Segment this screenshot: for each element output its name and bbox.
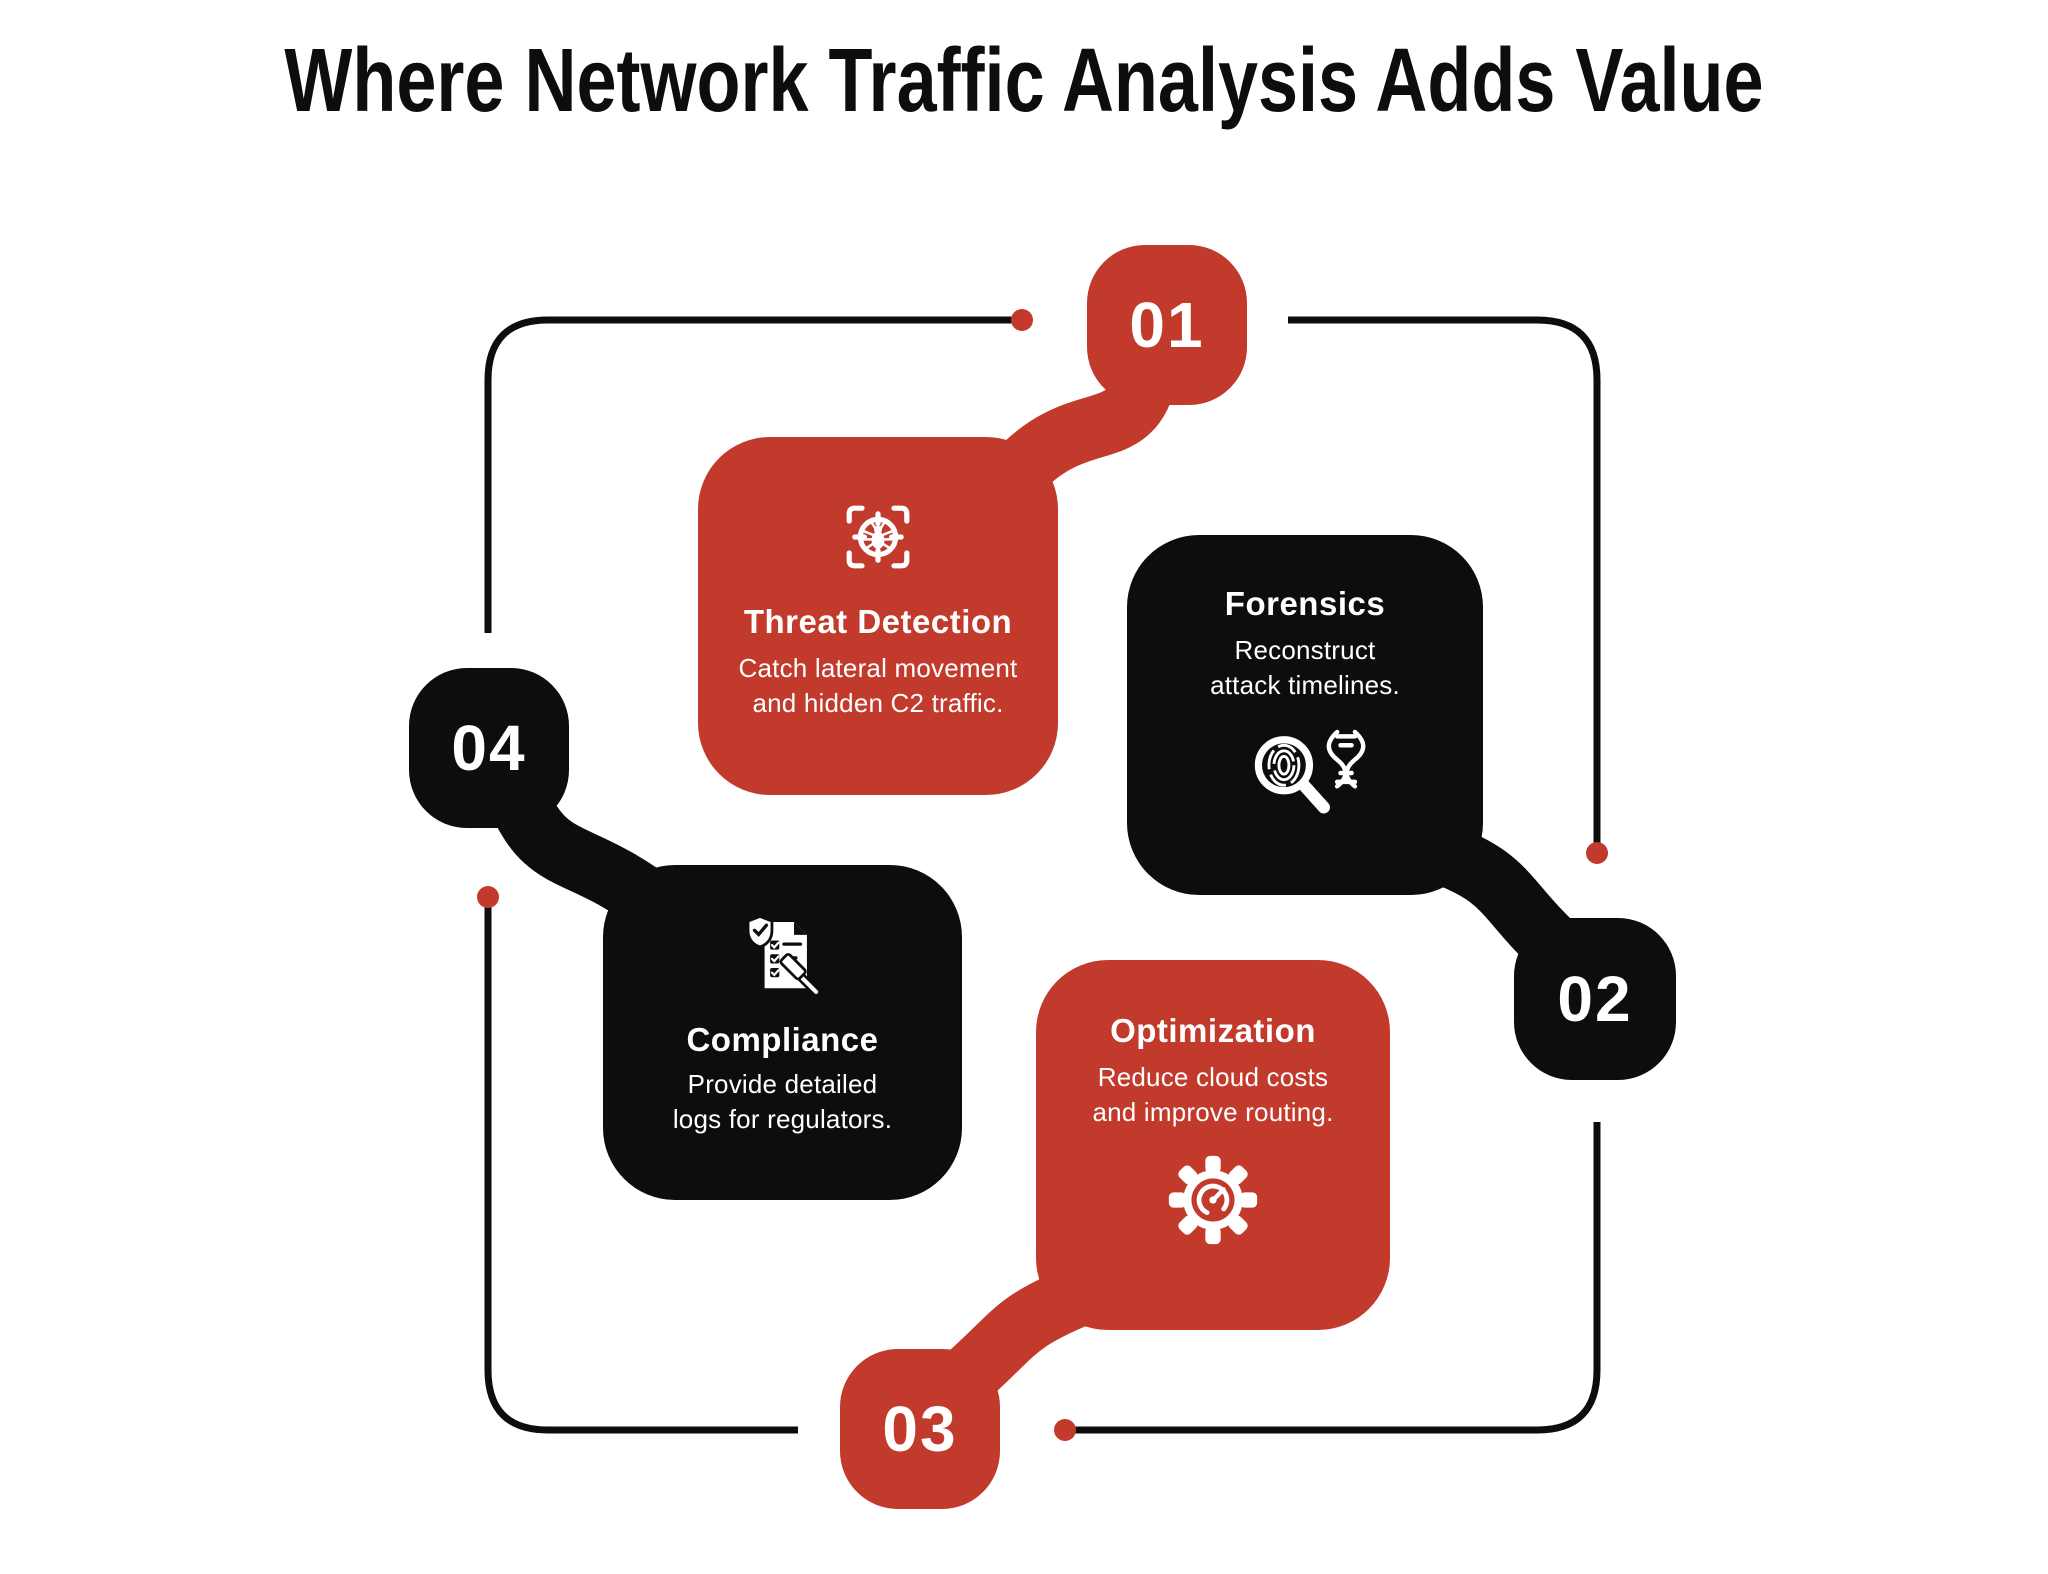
card-forensics: Forensics Reconstruct attack timelines. xyxy=(1127,535,1483,895)
desc-line: attack timelines. xyxy=(1210,670,1400,701)
frame-segment-left-top xyxy=(484,316,1013,633)
desc-line: and improve routing. xyxy=(1092,1097,1334,1128)
card-title: Compliance xyxy=(686,1021,879,1058)
badge-01: 01 xyxy=(1087,245,1247,405)
desc-line: logs for regulators. xyxy=(672,1104,893,1135)
connector-dot-4 xyxy=(477,886,499,908)
card-description: Reduce cloud costs and improve routing. xyxy=(1092,1060,1333,1130)
card-threat-detection: Threat Detection Catch lateral movement … xyxy=(698,437,1058,795)
frame-segment-bottom-left xyxy=(484,906,798,1434)
desc-line: Provide detailed xyxy=(687,1069,878,1099)
card-title: Optimization xyxy=(1110,1012,1316,1049)
card-optimization: Optimization Reduce cloud costs and impr… xyxy=(1036,960,1390,1330)
checklist-shield-gavel-icon xyxy=(746,915,821,997)
badge-03: 03 xyxy=(840,1349,1000,1509)
page-title: Where Network Traffic Analysis Adds Valu… xyxy=(284,31,1764,131)
frame-segment-top-right xyxy=(1288,316,1601,846)
gear-gauge-icon xyxy=(1168,1156,1258,1245)
desc-line: Reduce cloud costs xyxy=(1097,1062,1329,1092)
connector-dot-3 xyxy=(1054,1419,1076,1441)
desc-line: Reconstruct xyxy=(1234,635,1376,665)
connector-dot-2 xyxy=(1586,842,1608,864)
card-compliance: Compliance Provide detailed logs for reg… xyxy=(603,865,962,1200)
badge-number: 02 xyxy=(1557,963,1633,1035)
card-description: Provide detailed logs for regulators. xyxy=(673,1067,892,1137)
connector-dot-1 xyxy=(1011,309,1033,331)
card-title: Threat Detection xyxy=(743,603,1013,640)
desc-line: and hidden C2 traffic. xyxy=(752,688,1004,719)
card-description: Catch lateral movement and hidden C2 tra… xyxy=(739,651,1018,721)
frame-segment-right-bottom xyxy=(1072,1122,1601,1434)
badge-02: 02 xyxy=(1514,918,1676,1080)
badge-number: 01 xyxy=(1129,289,1205,361)
card-description: Reconstruct attack timelines. xyxy=(1210,633,1400,703)
desc-line: Catch lateral movement xyxy=(738,653,1018,683)
badge-number: 03 xyxy=(882,1393,958,1465)
badge-number: 04 xyxy=(451,712,527,784)
badge-04: 04 xyxy=(409,668,569,828)
card-title: Forensics xyxy=(1224,585,1386,622)
fingerprint-dna-magnifier-icon xyxy=(1254,729,1366,814)
bug-target-icon xyxy=(846,505,910,569)
